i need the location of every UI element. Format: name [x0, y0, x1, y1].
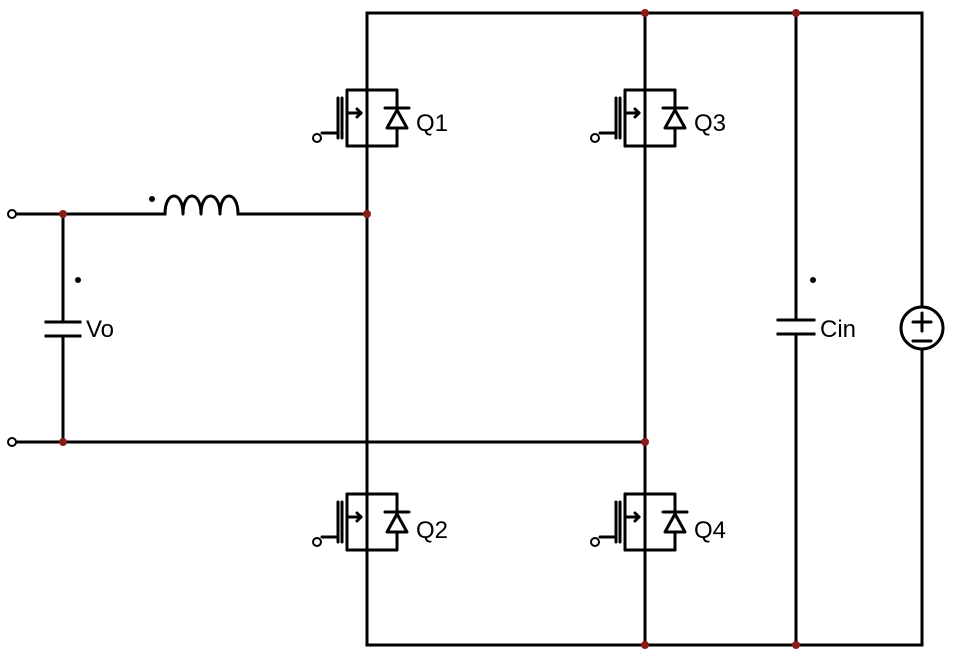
vo-polarity-dot: [75, 277, 81, 283]
q1-gate-terminal: [312, 133, 322, 143]
output-terminal-bottom: [7, 437, 17, 447]
q3-label: Q3: [694, 110, 726, 137]
q2-gate-terminal: [312, 537, 322, 547]
junction-node: [59, 438, 67, 446]
input-capacitor: Cin: [776, 277, 856, 343]
junction-node: [641, 438, 649, 446]
wires: [12, 11, 924, 647]
cin-label: Cin: [820, 316, 856, 343]
inductor: [149, 194, 240, 216]
q1-label: Q1: [416, 110, 448, 137]
junction-node: [641, 641, 649, 649]
junction-node: [792, 9, 800, 17]
q2-label: Q2: [416, 517, 448, 544]
q3-gate-terminal: [590, 133, 600, 143]
output-terminal-top: [7, 209, 17, 219]
inductor-polarity-dot: [149, 196, 155, 202]
output-capacitor: Vo: [44, 277, 114, 343]
mosfet-q1: Q1: [312, 88, 448, 148]
junctions: [59, 9, 800, 649]
junction-node: [792, 641, 800, 649]
junction-node: [641, 9, 649, 17]
cin-polarity-dot: [810, 277, 816, 283]
junction-node: [59, 210, 67, 218]
dc-voltage-source: [899, 305, 945, 351]
vo-label: Vo: [86, 316, 114, 343]
mosfet-q3: Q3: [590, 88, 726, 148]
junction-node: [363, 210, 371, 218]
mosfet-q2: Q2: [312, 492, 448, 552]
q4-label: Q4: [694, 517, 726, 544]
q4-gate-terminal: [590, 537, 600, 547]
mosfet-q4: Q4: [590, 492, 726, 552]
